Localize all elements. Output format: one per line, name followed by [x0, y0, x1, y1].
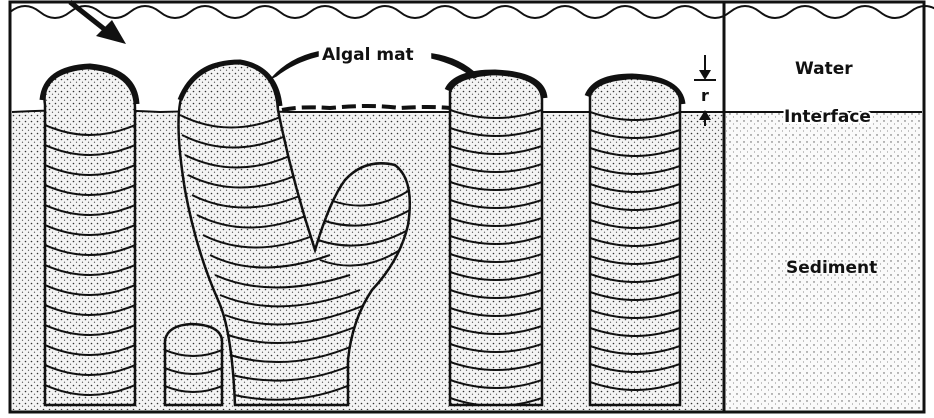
- relief-r-label: r: [701, 86, 709, 105]
- algal-mat-label: Algal mat: [322, 45, 414, 65]
- stromatolite-column-a: [42, 66, 137, 405]
- stromatolite-column-c: [587, 76, 683, 405]
- water-label: Water: [795, 59, 853, 79]
- sediment-label: Sediment: [786, 258, 877, 278]
- interface-label: Interface: [784, 107, 871, 127]
- stromatolite-column-small: [165, 324, 222, 405]
- stromatolite-column-b: [447, 72, 545, 406]
